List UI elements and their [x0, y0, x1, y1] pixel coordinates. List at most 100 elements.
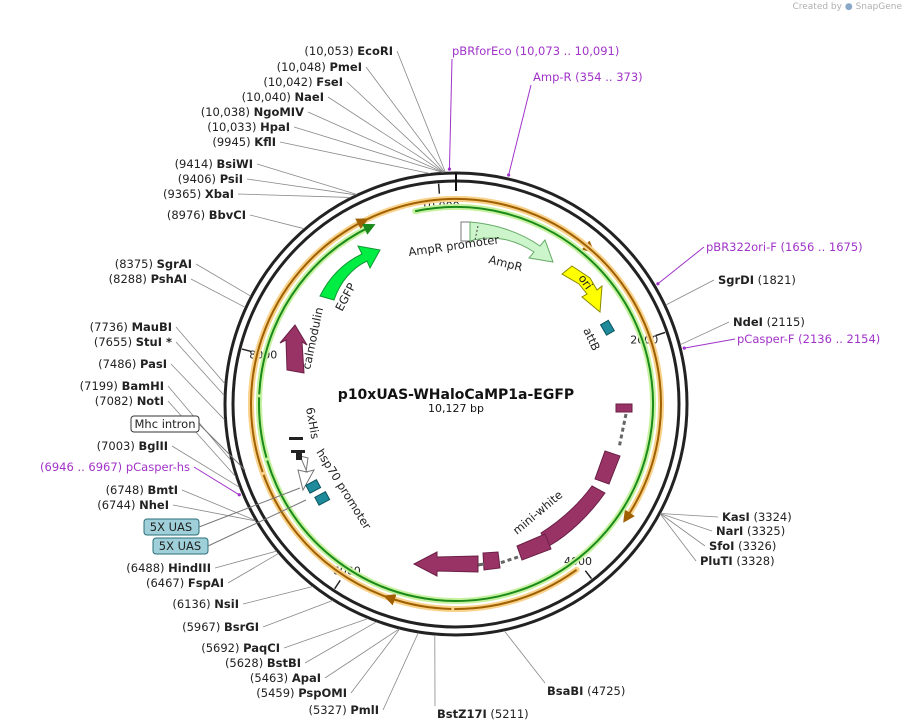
- plasmid-name: p10xUAS-WHaloCaMP1a-EGFP: [338, 387, 574, 403]
- enzyme-bstbi: (5628) BstBI: [225, 656, 301, 670]
- svg-text:(5628) BstBI: (5628) BstBI: [225, 656, 301, 670]
- svg-text:(10,038) NgoMIV: (10,038) NgoMIV: [201, 105, 304, 119]
- svg-text:(8375) SgrAI: (8375) SgrAI: [115, 257, 192, 271]
- enzyme-pasi: (7486) PasI: [98, 357, 167, 371]
- enzyme-bamhi: (7199) BamHI: [80, 379, 164, 393]
- svg-text:(9414) BsiWI: (9414) BsiWI: [175, 157, 253, 171]
- primer-labels: pBRforEco (10,073 .. 10,091) Amp-R (354 .…: [40, 44, 880, 497]
- svg-text:(7003) BglII: (7003) BglII: [97, 439, 168, 453]
- boxed-label-5x-uas-1-text: 5X UAS: [150, 520, 192, 534]
- primer-pcasper-hs: (6946 .. 6967) pCasper-hs: [40, 460, 241, 497]
- label-ampr-promoter: AmpR promoter: [407, 232, 500, 259]
- enzyme-noti: (7082) NotI: [95, 394, 164, 408]
- mini-white-seg-2: [594, 450, 621, 485]
- enzyme-nari: NarI (3325): [716, 524, 785, 538]
- boxed-label-5x-uas-2: 5X UAS: [152, 537, 209, 555]
- svg-text:NarI (3325): NarI (3325): [716, 524, 785, 538]
- calmodulin-arrow: [279, 324, 308, 374]
- enzyme-bglii: (7003) BglII: [97, 439, 168, 453]
- enzyme-ngomiv: (10,038) NgoMIV: [201, 105, 304, 119]
- his-tag-2: [291, 450, 305, 453]
- boxed-label-5x-uas-2-text: 5X UAS: [159, 539, 201, 553]
- features-layer: [248, 196, 664, 612]
- enzyme-pshai: (8288) PshAI: [109, 272, 187, 286]
- svg-text:(6946 .. 6967) pCasper-hs: (6946 .. 6967) pCasper-hs: [40, 460, 190, 474]
- enzyme-sgrai: (8375) SgrAI: [115, 257, 192, 271]
- enzyme-pmei: (10,048) PmeI: [277, 60, 362, 74]
- enzyme-bbvci: (8976) BbvCI: [167, 208, 246, 222]
- enzyme-fsei: (10,042) FseI: [263, 75, 343, 89]
- svg-text:pBRforEco (10,073 .. 10,091): pBRforEco (10,073 .. 10,091): [452, 44, 619, 58]
- svg-text:BsaBI (4725): BsaBI (4725): [547, 684, 625, 698]
- svg-text:(5692) PaqCI: (5692) PaqCI: [201, 641, 280, 655]
- mini-white-intron-2: [499, 555, 519, 565]
- enzyme-bsiwi: (9414) BsiWI: [175, 157, 253, 171]
- enzyme-kfli: (9945) KflI: [212, 135, 276, 149]
- enzyme-ndei: NdeI (2115): [733, 315, 805, 329]
- svg-text:NdeI (2115): NdeI (2115): [733, 315, 805, 329]
- svg-text:(10,053) EcoRI: (10,053) EcoRI: [304, 44, 393, 58]
- ruler-tick-8000: [241, 348, 252, 353]
- svg-text:(5967) BsrGI: (5967) BsrGI: [182, 620, 259, 634]
- egfp-arrow: [319, 245, 381, 301]
- enzyme-apai: (5463) ApaI: [250, 671, 321, 685]
- svg-text:SfoI (3326): SfoI (3326): [709, 539, 776, 553]
- svg-text:(6136) NsiI: (6136) NsiI: [172, 597, 239, 611]
- svg-text:(7736) MauBI: (7736) MauBI: [90, 320, 172, 334]
- brand-product: SnapGene: [855, 2, 902, 12]
- enzyme-sfoi: SfoI (3326): [709, 539, 776, 553]
- svg-text:BstZ17I (5211): BstZ17I (5211): [437, 707, 529, 721]
- enzyme-hindiii: (6488) HindIII: [126, 561, 211, 575]
- orf-arc-bottom: [383, 594, 452, 610]
- uas2-leader: [207, 499, 307, 547]
- mini-white-seg-4: [516, 533, 552, 561]
- enzyme-bstz17i: BstZ17I (5211): [437, 707, 529, 721]
- svg-text:(9406) PsiI: (9406) PsiI: [178, 172, 243, 186]
- attb-box: [599, 319, 616, 336]
- svg-text:(9365) XbaI: (9365) XbaI: [163, 187, 234, 201]
- enzyme-ecori: (10,053) EcoRI: [304, 44, 393, 58]
- enzyme-psii: (9406) PsiI: [178, 172, 243, 186]
- svg-text:(7655) StuI *: (7655) StuI *: [94, 335, 172, 349]
- svg-text:pBR322ori-F (1656 .. 1675): pBR322ori-F (1656 .. 1675): [706, 240, 863, 254]
- primer-amp-r: Amp-R (354 .. 373): [507, 70, 643, 177]
- boxed-label-5x-uas-1: 5X UAS: [143, 518, 200, 536]
- ruler-tick-4000: [584, 570, 593, 580]
- svg-text:(7199) BamHI: (7199) BamHI: [80, 379, 164, 393]
- uas-box-1: [305, 478, 322, 494]
- svg-text:KasI (3324): KasI (3324): [722, 510, 792, 524]
- svg-text:(10,040) NaeI: (10,040) NaeI: [242, 90, 324, 104]
- svg-text:(5327) PmlI: (5327) PmlI: [308, 703, 379, 717]
- his-tag-3: [296, 452, 302, 460]
- ruler-tick-10000: [437, 183, 441, 194]
- svg-text:(5459) PspOMI: (5459) PspOMI: [256, 686, 347, 700]
- svg-text:(7082) NotI: (7082) NotI: [95, 394, 164, 408]
- ruler-tick-2000: [655, 331, 666, 337]
- his-tag-1: [289, 437, 303, 440]
- svg-text:(9945) KflI: (9945) KflI: [212, 135, 276, 149]
- svg-text:pCasper-F (2136 .. 2154): pCasper-F (2136 .. 2154): [737, 332, 880, 346]
- svg-text:(10,042) FseI: (10,042) FseI: [263, 75, 343, 89]
- svg-text:(6744) NheI: (6744) NheI: [97, 498, 169, 512]
- enzyme-pmli: (5327) PmlI: [308, 703, 379, 717]
- calmodulin-green-arc: [258, 397, 268, 459]
- enzyme-xbai: (9365) XbaI: [163, 187, 234, 201]
- mini-white-intron-1: [617, 413, 628, 449]
- primer-pbrforeco: pBRforEco (10,073 .. 10,091): [447, 44, 619, 171]
- ori-arrow: [561, 265, 603, 314]
- plasmid-size: 10,127 bp: [428, 402, 484, 415]
- enzyme-hpai: (10,033) HpaI: [207, 120, 290, 134]
- mini-white-seg-1: [615, 403, 633, 413]
- svg-text:(8288) PshAI: (8288) PshAI: [109, 272, 187, 286]
- egfp-green-arc: [258, 206, 654, 602]
- mini-white-seg-5: [482, 551, 501, 571]
- svg-text:(10,048) PmeI: (10,048) PmeI: [277, 60, 362, 74]
- ruler-tick-6000: [334, 579, 341, 590]
- enzyme-nsii: (6136) NsiI: [172, 597, 239, 611]
- svg-text:(6488) HindIII: (6488) HindIII: [126, 561, 211, 575]
- label-ampr: AmpR: [487, 252, 524, 274]
- uas1-leader: [198, 487, 301, 528]
- enzyme-bsabi: BsaBI (4725): [547, 684, 625, 698]
- enzyme-pspomi: (5459) PspOMI: [256, 686, 347, 700]
